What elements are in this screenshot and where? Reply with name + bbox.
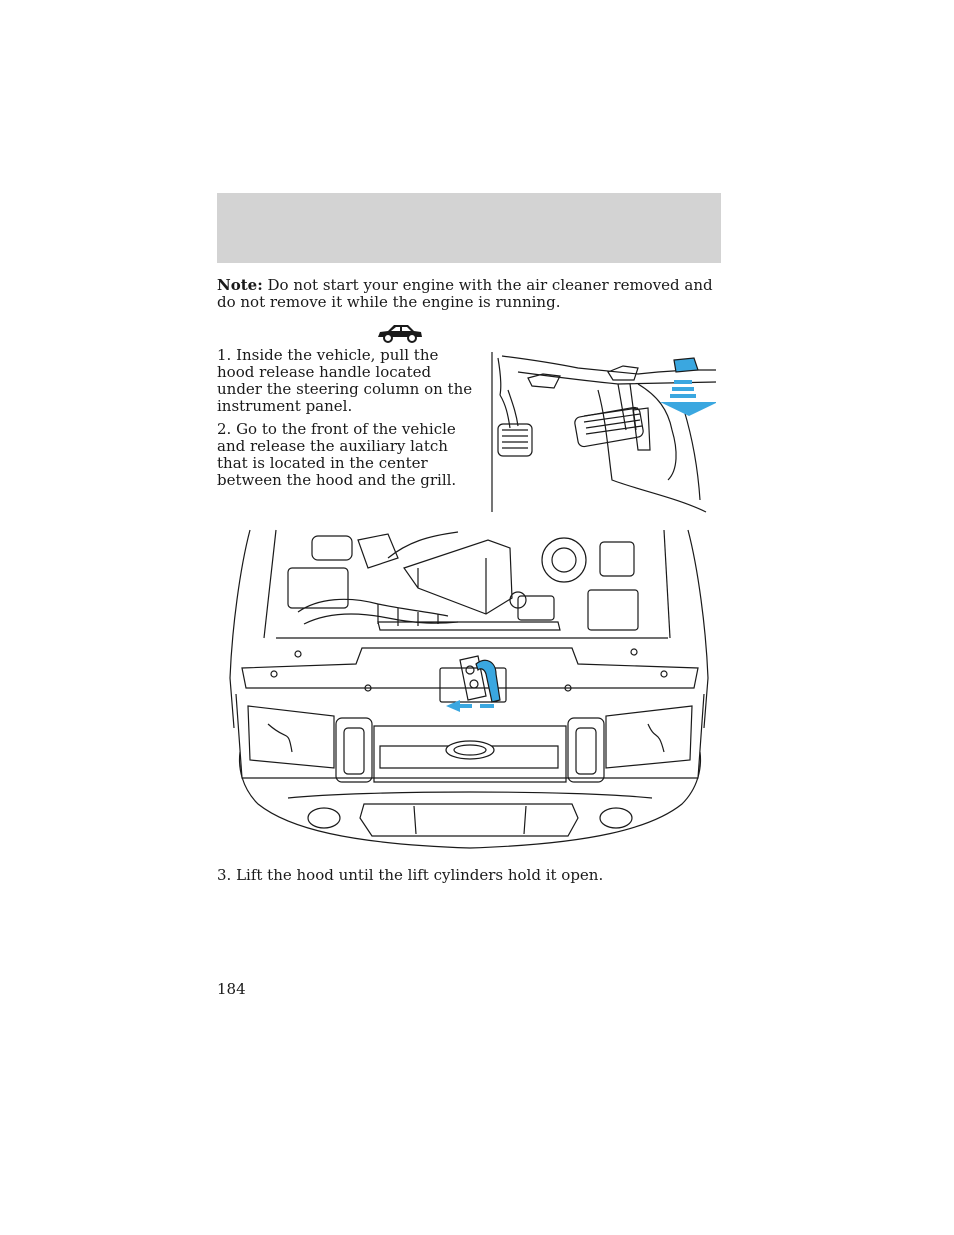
step-2-text: 2. Go to the front of the vehicle and re… <box>217 420 457 489</box>
note-label: Note: <box>217 276 263 294</box>
arrow-down-icon <box>660 380 716 416</box>
step-3-text: 3. Lift the hood until the lift cylinder… <box>217 866 604 884</box>
note-text: Do not start your engine with the air cl… <box>217 276 713 311</box>
note-paragraph: Note: Do not start your engine with the … <box>217 277 721 311</box>
step-1-text: 1. Inside the vehicle, pull the hood rel… <box>217 346 473 415</box>
arrow-left-icon <box>446 700 494 712</box>
hood-release-illustration <box>488 350 716 515</box>
page-number: 184 <box>217 980 246 998</box>
steps-list: 1. Inside the vehicle, pull the hood rel… <box>217 347 477 495</box>
car-icon <box>376 322 424 344</box>
auxiliary-latch-illustration <box>228 528 712 854</box>
section-header-band <box>217 193 721 263</box>
